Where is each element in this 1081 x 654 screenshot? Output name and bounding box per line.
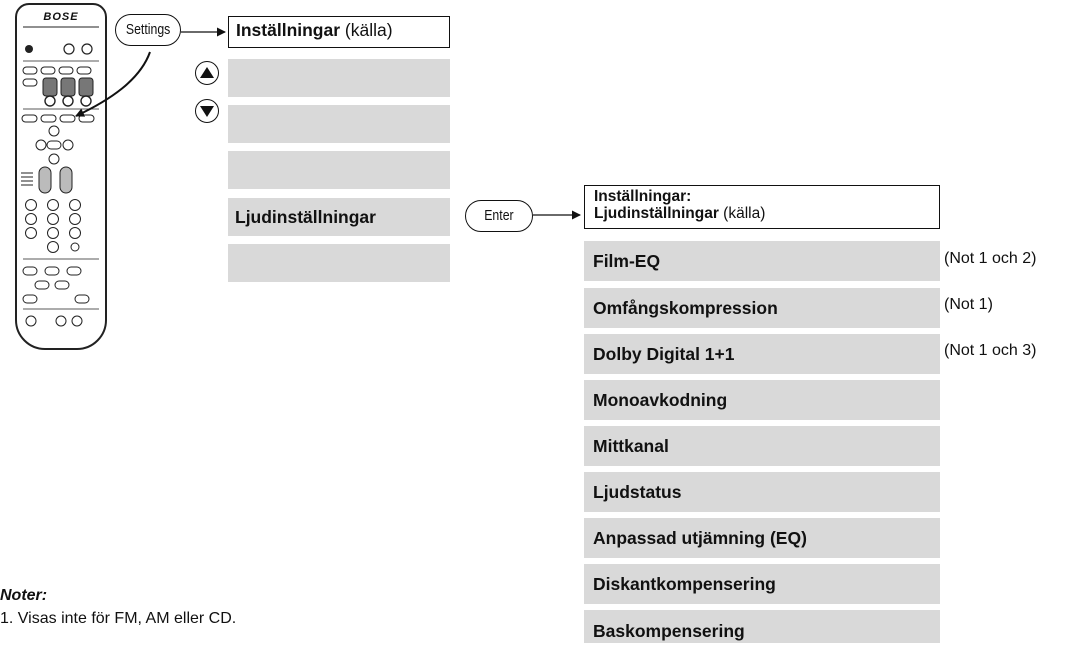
menu-item: Omfångskompression [584, 288, 940, 328]
down-arrow-icon [195, 99, 219, 123]
notes-title: Noter: [0, 587, 48, 604]
menu-item: Anpassad utjämning (EQ) [584, 518, 940, 558]
menu-item-ljudinstallningar: Ljudinställningar [228, 198, 450, 236]
menu-item: Mittkanal [584, 426, 940, 466]
note-line: 1. Visas inte för FM, AM eller CD. [0, 610, 237, 627]
menu-item-blank [228, 244, 450, 282]
menu-item-blank [228, 151, 450, 189]
menu-item: Monoavkodning [584, 380, 940, 420]
enter-button: Enter [465, 200, 533, 232]
settings-button: Settings [115, 14, 181, 46]
settings-menu-header: Inställningar (källa) [228, 16, 450, 48]
audio-settings-menu-header: Inställningar: Ljudinställningar (källa) [584, 185, 940, 229]
item-note: (Not 1 och 3) [944, 342, 1037, 359]
item-note: (Not 1 och 2) [944, 250, 1037, 267]
remote-control: BOSE [15, 3, 107, 350]
menu-item: Ljudstatus [584, 472, 940, 512]
item-note: (Not 1) [944, 296, 993, 313]
menu-item: Baskompensering [584, 610, 940, 643]
menu-item: Film-EQ [584, 241, 940, 281]
menu-item: Diskantkompensering [584, 564, 940, 604]
remote-buttons-illustration [21, 26, 99, 327]
menu-item-blank [228, 105, 450, 143]
menu-item: Dolby Digital 1+1 [584, 334, 940, 374]
brand-logo: BOSE [43, 11, 79, 23]
menu-item-blank [228, 59, 450, 97]
up-arrow-icon [195, 61, 219, 85]
